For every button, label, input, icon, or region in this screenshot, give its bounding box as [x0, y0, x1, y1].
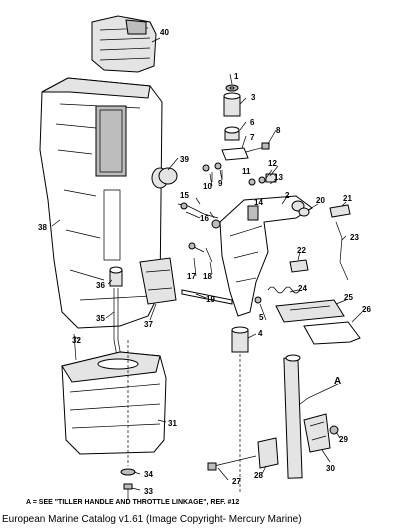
- part-27-bolt: [207, 455, 257, 471]
- reference-note: A = SEE "TILLER HANDLE AND THROTTLE LINK…: [26, 499, 240, 506]
- callout-8: 8: [276, 126, 281, 135]
- callout-19: 19: [206, 295, 215, 304]
- callout-21: 21: [343, 194, 352, 203]
- callout-12: 12: [268, 159, 277, 168]
- callout-9: 9: [218, 179, 223, 188]
- part-17-18-pins: [188, 242, 213, 263]
- part-2-swivel-bracket: [219, 195, 313, 317]
- part-7-clamp: [221, 147, 249, 161]
- callout-32: 32: [72, 336, 81, 345]
- callout-36: 36: [96, 281, 105, 290]
- callout-27: 27: [232, 477, 241, 486]
- part-21-tag: [329, 204, 351, 218]
- callout-17: 17: [187, 272, 196, 281]
- callout-11: 11: [242, 167, 251, 176]
- part-37-mount: [139, 257, 177, 305]
- callout-25: 25: [344, 293, 353, 302]
- part-22-plate: [289, 259, 309, 273]
- callout-5: 5: [259, 313, 264, 322]
- callout-2: 2: [285, 191, 290, 200]
- callout-4: 4: [258, 329, 263, 338]
- callout-7: 7: [250, 133, 255, 142]
- part-1-washer: [225, 84, 239, 92]
- part-34-washer: [120, 468, 136, 476]
- part-30-clamp: [303, 413, 331, 453]
- part-23-rod: [335, 221, 349, 281]
- callout-35: 35: [96, 314, 105, 323]
- callout-26: 26: [362, 305, 371, 314]
- callout-38: 38: [38, 223, 47, 232]
- part-38-driveshaft-housing: [39, 77, 169, 329]
- callout-30: 30: [326, 464, 335, 473]
- part-36-bushing: [109, 266, 123, 287]
- callout-18: 18: [203, 272, 212, 281]
- callout-10: 10: [203, 182, 212, 191]
- part-26-bracket: [303, 321, 361, 345]
- part-33-bolt: [123, 483, 133, 500]
- part-4-bushing: [231, 326, 249, 353]
- callout-39: 39: [180, 155, 189, 164]
- callout-1: 1: [234, 72, 239, 81]
- part-25-cover: [275, 299, 345, 323]
- callout-labels: 1 2 3 4 5 6 7 8 9 10 11 12 13 14 15 16 1…: [38, 28, 371, 496]
- callout-23: 23: [350, 233, 359, 242]
- callout-20: 20: [316, 196, 325, 205]
- part-5-screw: [254, 296, 262, 304]
- callout-31: 31: [168, 419, 177, 428]
- callout-28: 28: [254, 471, 263, 480]
- part-3-bushing: [223, 92, 241, 117]
- callout-37: 37: [144, 320, 153, 329]
- part-a-steering-tube: [283, 354, 303, 479]
- part-19-pin: [181, 289, 233, 305]
- callout-14: 14: [254, 198, 263, 207]
- copyright-caption: European Marine Catalog v1.61 (Image Cop…: [2, 514, 302, 525]
- part-24-spring: [267, 286, 301, 294]
- leader-lines: [51, 37, 363, 491]
- callout-15: 15: [180, 191, 189, 200]
- callout-40: 40: [160, 28, 169, 37]
- part-20-grommet: [298, 207, 310, 217]
- part-8-bolt: [245, 142, 270, 153]
- callout-16: 16: [200, 214, 209, 223]
- part-31-lower-housing: [61, 351, 167, 455]
- part-32-pin: [73, 333, 77, 361]
- callout-3: 3: [251, 93, 256, 102]
- callout-a: A: [334, 376, 341, 387]
- callout-22: 22: [297, 246, 306, 255]
- callout-34: 34: [144, 470, 153, 479]
- part-40-handle-cover: [91, 15, 157, 73]
- part-39-plug: [158, 167, 178, 185]
- callout-33: 33: [144, 487, 153, 496]
- part-15-16-linkage: [177, 202, 221, 229]
- callout-6: 6: [250, 118, 255, 127]
- part-6-ring: [224, 126, 240, 141]
- part-28-clamp: [257, 437, 279, 469]
- callout-24: 24: [298, 284, 307, 293]
- part-11-12-13-hardware: [248, 173, 277, 186]
- callout-29: 29: [339, 435, 348, 444]
- callout-13: 13: [274, 173, 283, 182]
